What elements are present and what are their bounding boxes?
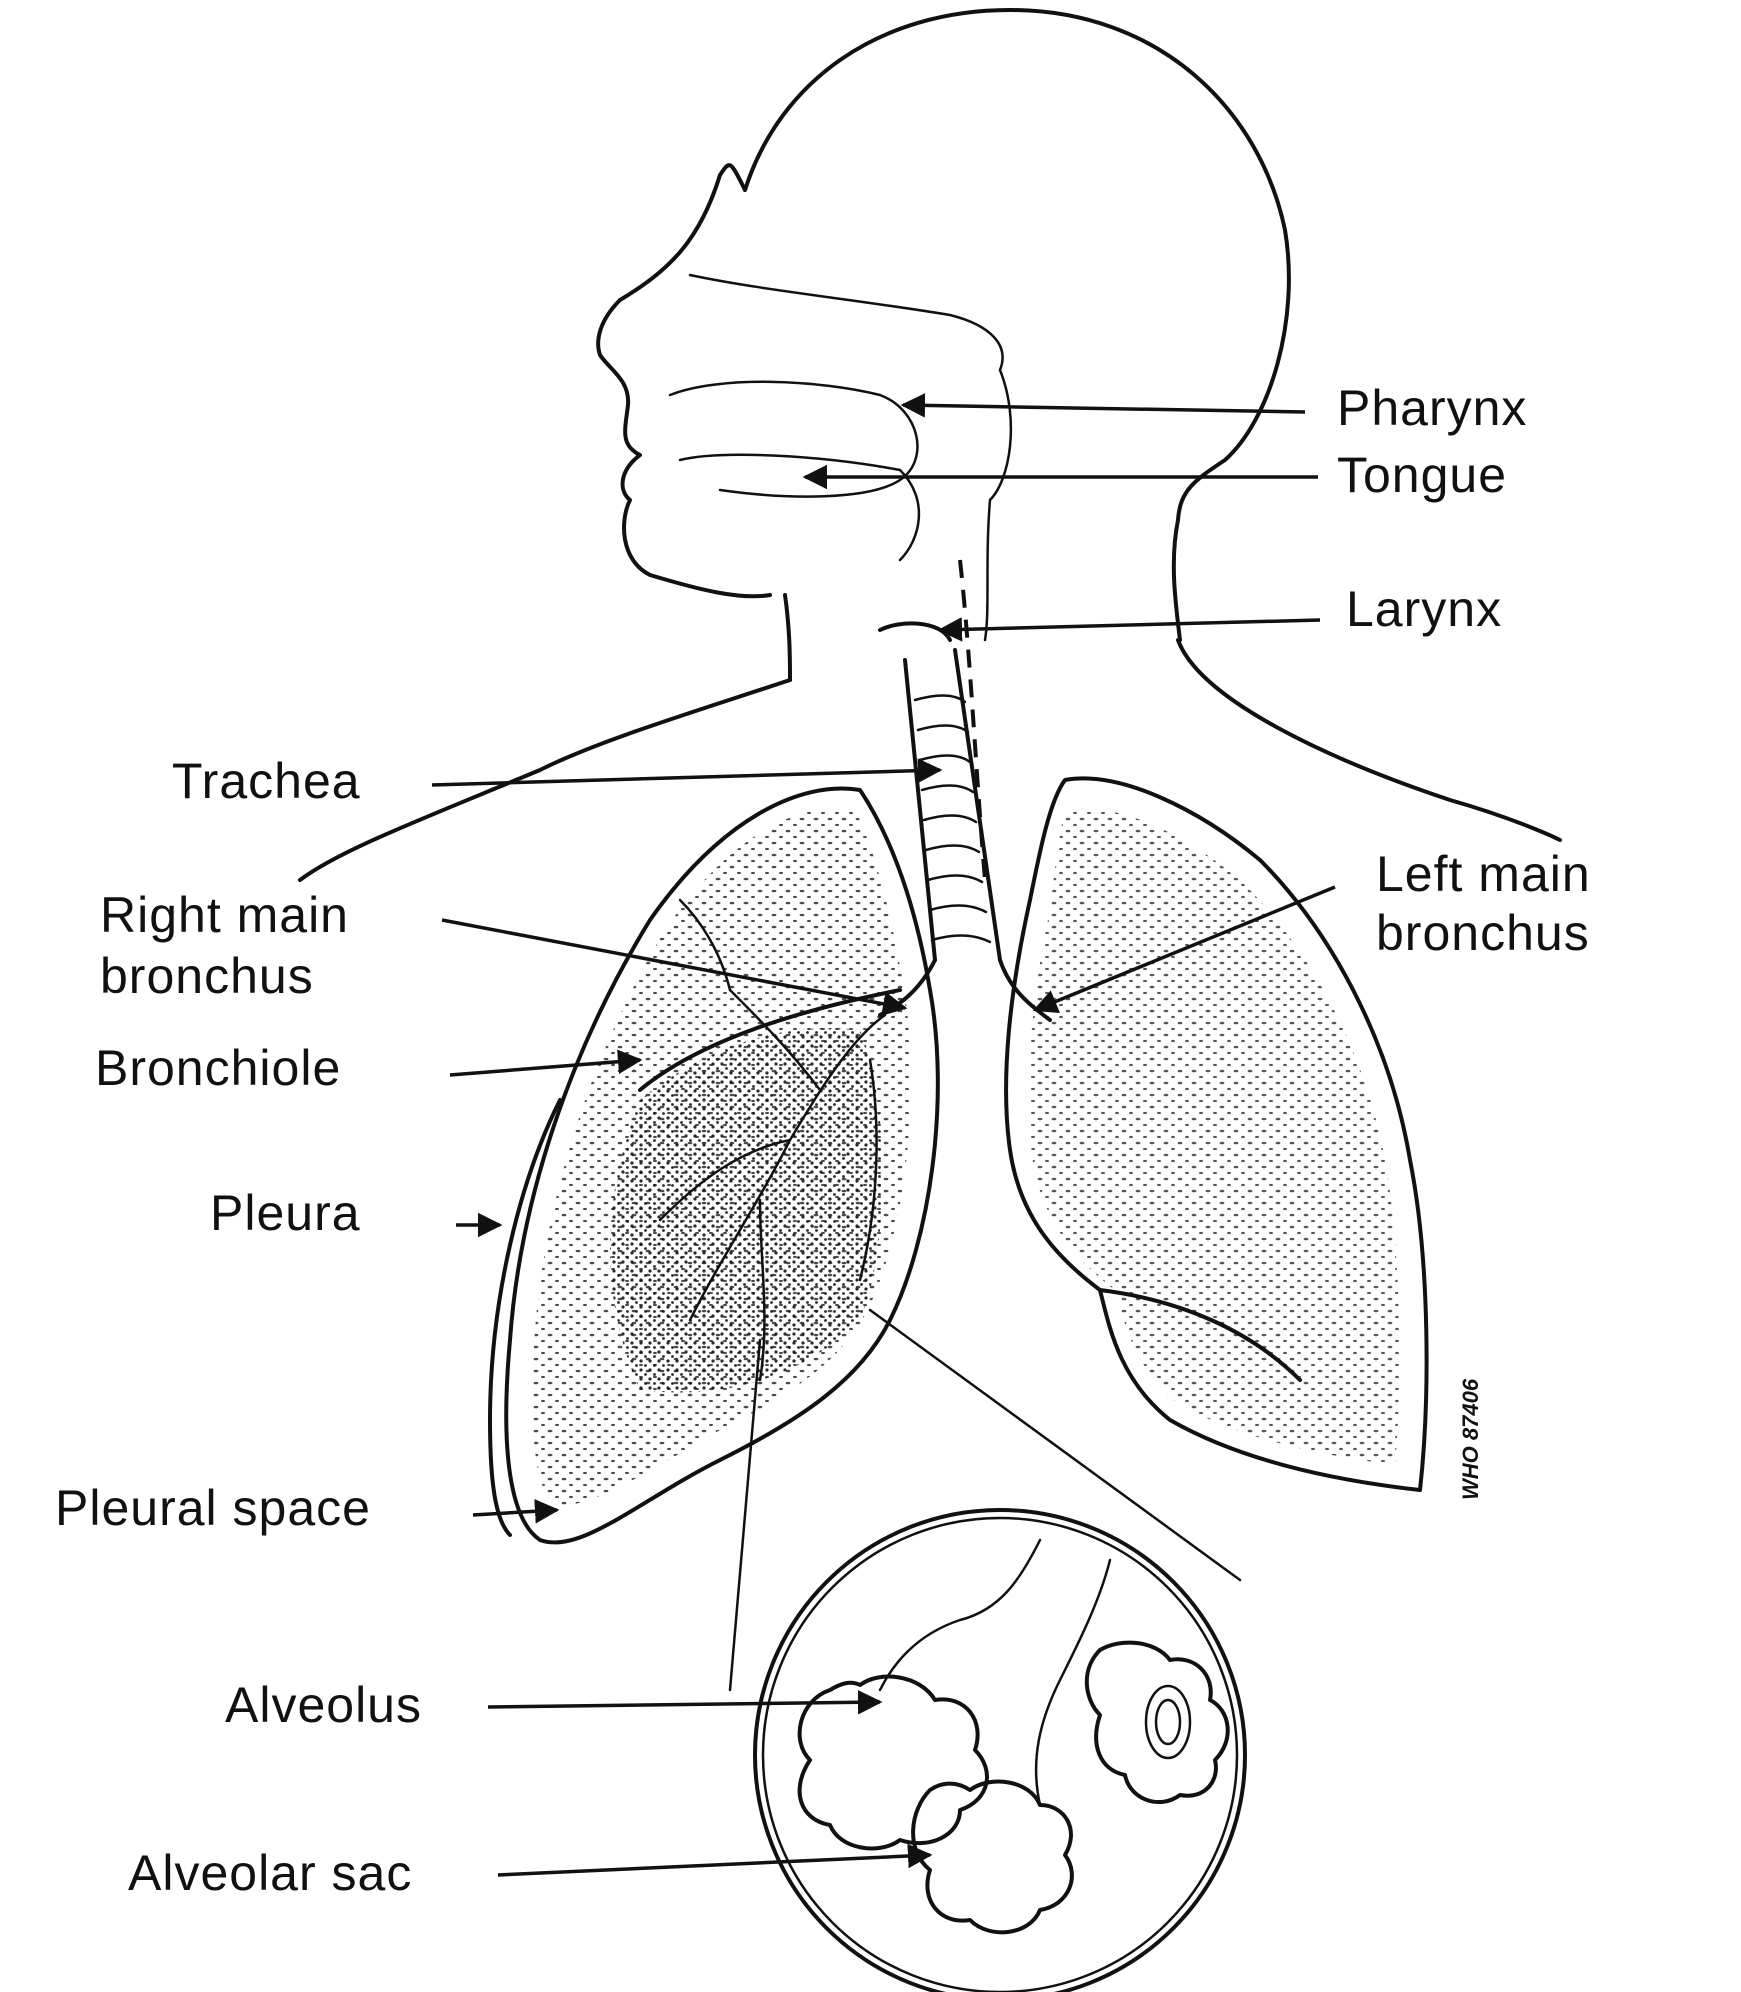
leader-lines — [431, 393, 1336, 1877]
neck-outline — [298, 593, 1562, 882]
bronchial-tree — [658, 898, 887, 1382]
label-tongue: Tongue — [1337, 447, 1507, 503]
alveoli-magnifier — [728, 1308, 1247, 1992]
label-alveolar-sac: Alveolar sac — [128, 1845, 412, 1901]
label-pharynx: Pharynx — [1337, 380, 1527, 436]
figure-code: WHO 87406 — [1458, 1378, 1483, 1500]
label-right-main-bronchus-line1: Right main — [100, 887, 349, 943]
label-alveolus: Alveolus — [225, 1677, 422, 1733]
left-lung — [1004, 776, 1429, 1492]
label-trachea: Trachea — [172, 753, 361, 809]
label-pleura: Pleura — [210, 1185, 361, 1241]
label-bronchiole: Bronchiole — [95, 1040, 341, 1096]
label-right-main-bronchus-line2: bronchus — [100, 948, 314, 1004]
label-left-main-bronchus-line1: Left main — [1376, 846, 1591, 902]
pleural-membrane — [488, 1098, 562, 1537]
label-pleural-space: Pleural space — [55, 1480, 371, 1536]
right-lung — [504, 786, 940, 1545]
label-larynx: Larynx — [1346, 581, 1502, 637]
label-left-main-bronchus-line2: bronchus — [1376, 905, 1590, 961]
labels: Pharynx Tongue Larynx Trachea Right main… — [55, 380, 1591, 1901]
airway — [878, 498, 1052, 1022]
alveolar-clusters — [797, 1538, 1230, 1935]
head-outline — [596, 8, 1291, 642]
